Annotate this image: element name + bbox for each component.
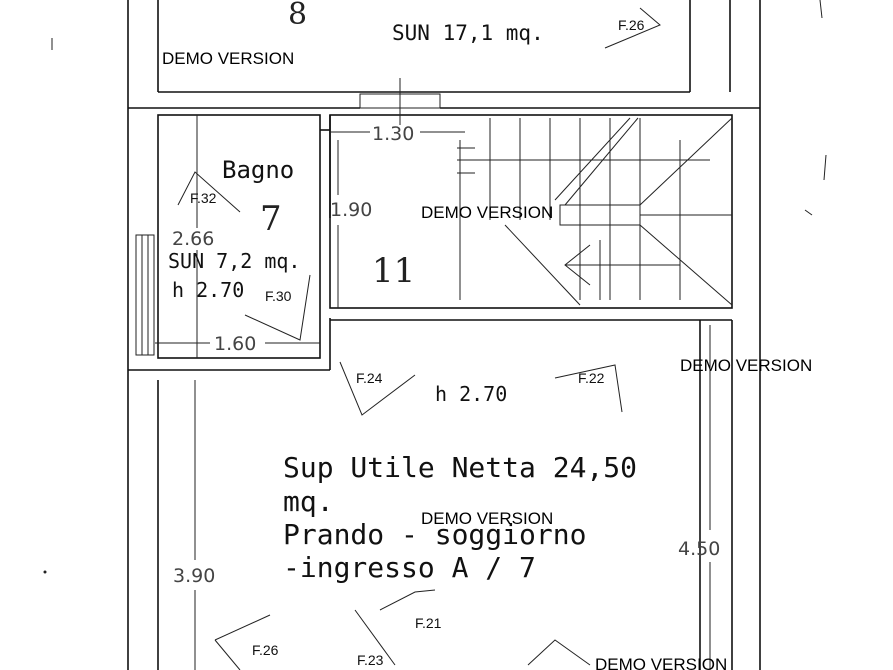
room8-number: 8 — [288, 0, 307, 32]
dim-2-66: 2.66 — [172, 228, 214, 250]
stairs-number: 11 — [372, 251, 415, 291]
bagno-name: Bagno — [222, 156, 294, 184]
watermark-2: DEMO VERSION — [421, 203, 553, 222]
staircase — [457, 117, 733, 306]
dim-1-60: 1.60 — [214, 333, 256, 355]
photo-point-f22: F.22 — [578, 370, 605, 386]
dim-1-90: 1.90 — [330, 199, 372, 221]
photo-point-f26-top: F.26 — [618, 17, 645, 33]
living-label-line4: -ingresso A / 7 — [283, 551, 536, 584]
dim-1-30: 1.30 — [372, 123, 414, 145]
living-label-line2: mq. — [283, 485, 334, 518]
living-height: h 2.70 — [435, 382, 507, 406]
photo-point-f24: F.24 — [356, 370, 383, 386]
bagno-area: SUN 7,2 mq. — [168, 249, 300, 273]
living-label-line3: Prando - soggiorno — [283, 518, 586, 551]
photo-point-f26-bottom: F.26 — [252, 642, 279, 658]
scan-noise — [43, 0, 827, 574]
dim-3-90: 3.90 — [173, 565, 215, 587]
photo-point-f21: F.21 — [415, 615, 442, 631]
watermark-1: DEMO VERSION — [162, 49, 294, 68]
photo-point-markers — [177, 7, 661, 670]
bagno-height: h 2.70 — [172, 278, 244, 302]
living-label-line1: Sup Utile Netta 24,50 — [283, 451, 637, 484]
dim-4-50: 4.50 — [678, 538, 720, 560]
watermark-3: DEMO VERSION — [680, 356, 812, 375]
bagno-number: 7 — [260, 199, 282, 239]
photo-point-f23: F.23 — [357, 652, 384, 668]
room8-area: SUN 17,1 mq. — [392, 21, 544, 45]
dimension-lines — [155, 78, 711, 670]
watermark-4: DEMO VERSION — [421, 509, 553, 528]
photo-point-f32: F.32 — [190, 190, 217, 206]
watermark-5: DEMO VERSION — [595, 655, 727, 670]
photo-point-f30: F.30 — [265, 288, 292, 304]
